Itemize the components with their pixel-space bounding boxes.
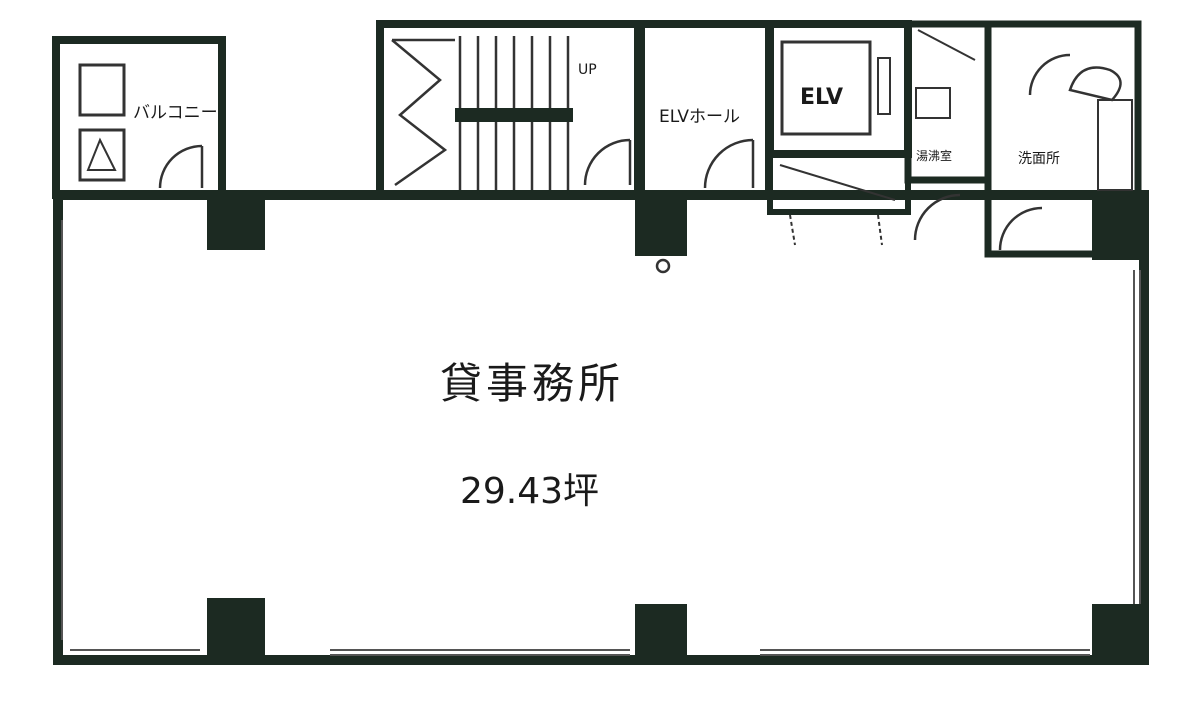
column-bottom-mid (635, 604, 687, 656)
balcony-label: バルコニー (133, 103, 218, 123)
kitchenette-area: 湯沸室 (904, 20, 992, 241)
kitchenette-door-arc (913, 193, 961, 241)
stairwell: UP (376, 20, 642, 200)
column-top-left (207, 198, 265, 250)
office-area: 29.43坪 (460, 471, 599, 512)
washroom-door-arc (998, 206, 1043, 251)
office-boundary (53, 190, 1149, 665)
column-bottom-right (1092, 604, 1142, 656)
columns (207, 198, 1142, 656)
balcony-unit-2 (78, 128, 126, 182)
stairs-up-label: UP (578, 62, 597, 78)
elv-hall-door-arc (703, 138, 754, 189)
drain-icon (655, 258, 671, 274)
elv-hall-label: ELVホール (659, 107, 740, 127)
column-top-right (1092, 200, 1142, 260)
wash-counter (1097, 99, 1133, 191)
column-top-mid (635, 198, 687, 256)
balcony-unit-1 (78, 63, 126, 117)
column-bottom-left (207, 598, 265, 656)
toilet-door-arc (1028, 53, 1071, 96)
washroom-area: 洗面所 (984, 20, 1142, 258)
sink (915, 87, 951, 119)
elevator-counterweight (877, 57, 891, 115)
elevator-car (780, 40, 872, 136)
elevator-area: ELV (766, 20, 912, 246)
balcony-area: バルコニー (52, 36, 226, 199)
office-name: 貸事務所 (440, 359, 624, 408)
balcony-door-arc (158, 144, 203, 189)
stair-door-arc (583, 138, 631, 186)
elevator-label: ELV (800, 85, 843, 110)
windows (61, 220, 1141, 656)
elv-hall-area: ELVホール (637, 20, 773, 200)
toilet-icon (1068, 66, 1122, 102)
outer-walls (53, 190, 1149, 665)
stair-winder (391, 39, 448, 187)
kitchenette-label: 湯沸室 (916, 148, 952, 163)
washroom-label: 洗面所 (1018, 151, 1060, 167)
stair-landing-wall (455, 108, 573, 122)
